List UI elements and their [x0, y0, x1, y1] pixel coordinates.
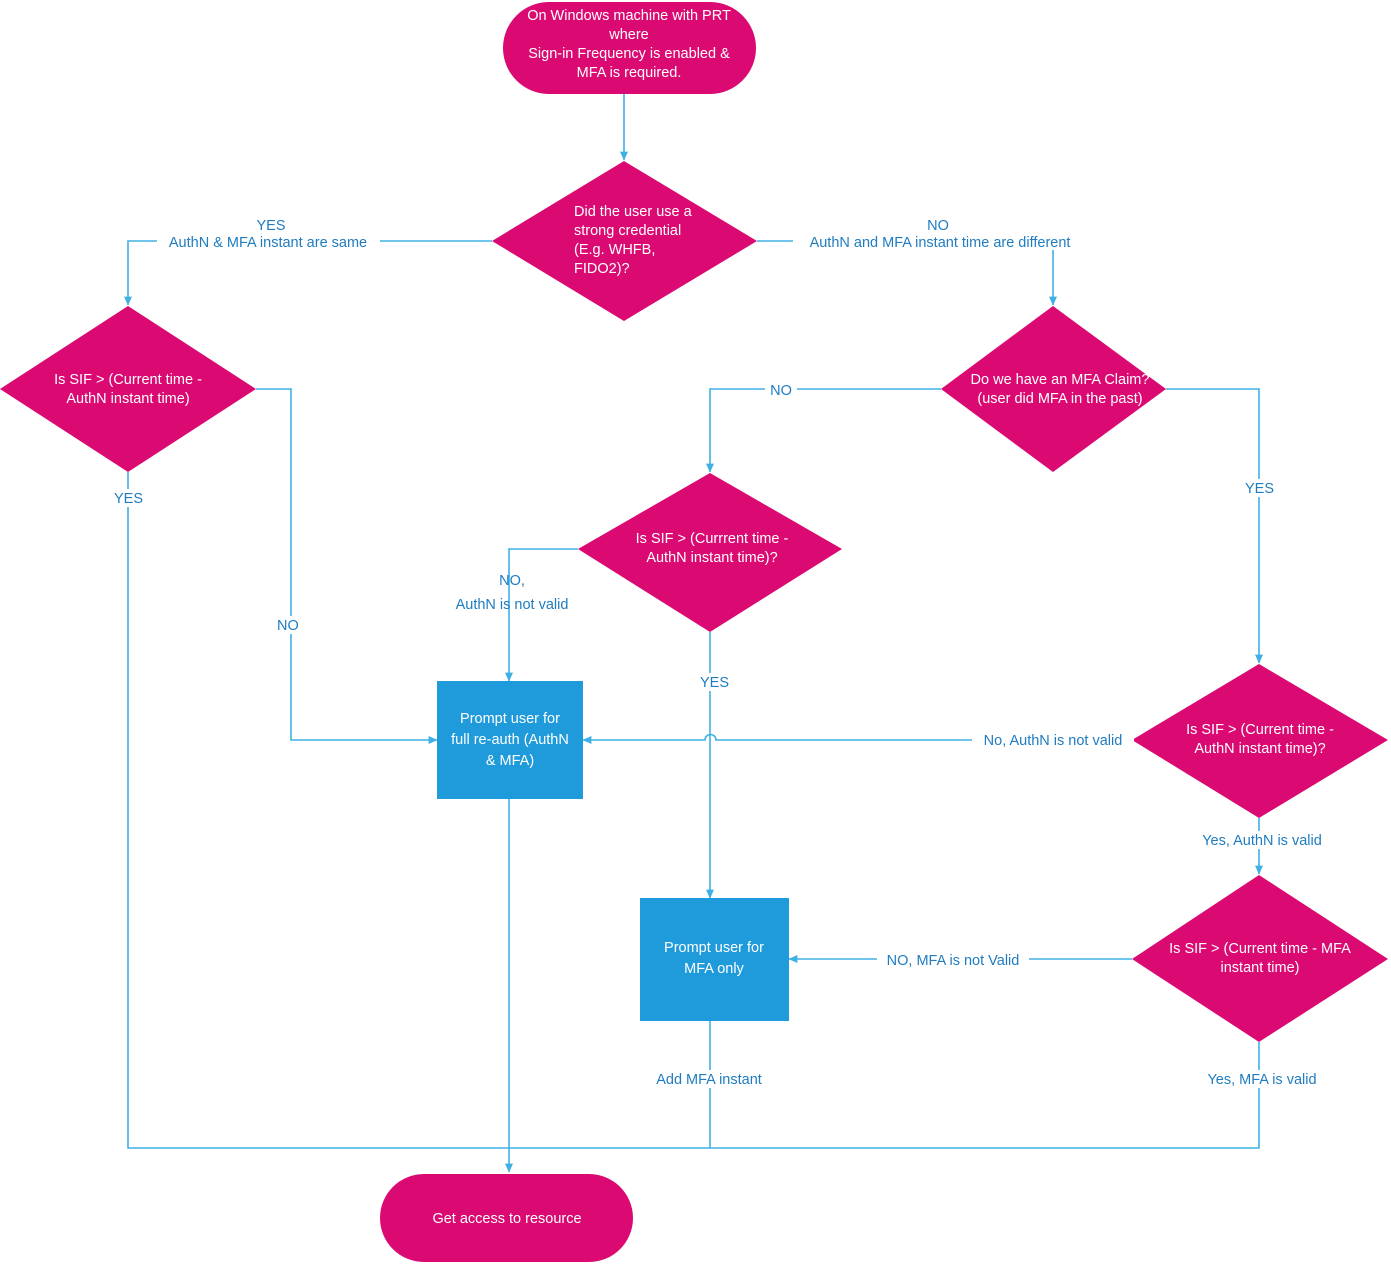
node-sif-authn-right-line-1: Is SIF > (Current time -: [1186, 722, 1334, 738]
node-sif-mfa-right-line-2: instant time): [1221, 960, 1300, 976]
node-mfa-claim-line-2: (user did MFA in the past): [977, 391, 1142, 407]
node-mfa-claim[interactable]: Do we have an MFA Claim? (user did MFA i…: [941, 306, 1166, 472]
edge-label-no-right-top: NO: [927, 218, 949, 234]
edge-label-yes-mfa-is-valid: Yes, MFA is valid: [1207, 1072, 1316, 1088]
node-sif-authn-middle-line-1: Is SIF > (Currrent time -: [636, 531, 789, 547]
edge-label-yes-left-top: YES: [256, 218, 285, 234]
edge-label-yes-middle: YES: [700, 675, 729, 691]
node-get-access[interactable]: Get access to resource: [380, 1174, 633, 1262]
node-start-line-3: Sign-in Frequency is enabled &: [528, 46, 730, 62]
node-strong-credential-line-1: Did the user use a: [574, 204, 693, 220]
node-mfa-claim-line-1: Do we have an MFA Claim?: [971, 372, 1150, 388]
edge-label-no-mfa-not-valid: NO, MFA is not Valid: [887, 953, 1020, 969]
node-start[interactable]: On Windows machine with PRT where Sign-i…: [503, 2, 756, 94]
node-strong-credential[interactable]: Did the user use a strong credential (E.…: [492, 161, 757, 321]
node-prompt-full-reauth-line-2: full re-auth (AuthN: [451, 732, 569, 748]
node-strong-credential-line-4: FIDO2)?: [574, 261, 630, 277]
node-strong-credential-line-3: (E.g. WHFB,: [574, 242, 655, 258]
edge-label-add-mfa-instant: Add MFA instant: [656, 1072, 762, 1088]
node-start-line-4: MFA is required.: [577, 65, 682, 81]
edge-label-yes-left-down: YES: [114, 491, 143, 507]
node-prompt-full-reauth-line-1: Prompt user for: [460, 711, 560, 727]
edge-label-authn-mfa-same: AuthN & MFA instant are same: [169, 235, 367, 251]
node-prompt-mfa-only-line-1: Prompt user for: [664, 940, 764, 956]
edge-label-no-authn-not-valid-middle-line-1: NO,: [499, 573, 525, 589]
node-prompt-full-reauth-line-3: & MFA): [486, 753, 534, 769]
node-sif-mfa-right-line-1: Is SIF > (Current time - MFA: [1169, 941, 1351, 957]
node-sif-authn-left-line-2: AuthN instant time): [66, 391, 189, 407]
node-sif-authn-right[interactable]: Is SIF > (Current time - AuthN instant t…: [1132, 664, 1388, 818]
node-sif-authn-right-line-2: AuthN instant time)?: [1194, 741, 1325, 757]
edge-sif-authn-left-no: [256, 388, 438, 744]
node-prompt-mfa-only-line-2: MFA only: [684, 961, 744, 977]
edge-label-no-authn-not-valid-middle-line-2: AuthN is not valid: [456, 597, 569, 613]
node-strong-credential-line-2: strong credential: [574, 223, 681, 239]
edge-sif-authn-left-yes: [127, 472, 509, 1149]
edge-label-no-mfa-claim: NO: [770, 383, 792, 399]
edge-label-yes-mfa-claim: YES: [1245, 481, 1274, 497]
node-sif-authn-left-line-1: Is SIF > (Current time -: [54, 372, 202, 388]
edge-label-layer: YES AuthN & MFA instant are same NO Auth…: [113, 218, 1328, 1088]
edge-mfa-claim-no: [706, 388, 941, 473]
edge-label-no-left-down: NO: [277, 618, 299, 634]
edge-label-yes-authn-is-valid: Yes, AuthN is valid: [1202, 833, 1322, 849]
edge-sif-mfa-right-yes: [509, 1042, 1260, 1149]
edge-label-no-authn-not-valid-right: No, AuthN is not valid: [984, 733, 1123, 749]
edge-mfa-claim-yes: [1166, 388, 1263, 664]
node-start-line-1: On Windows machine with PRT: [527, 8, 731, 24]
connector-layer: [124, 93, 1263, 1173]
node-prompt-full-reauth[interactable]: Prompt user for full re-auth (AuthN & MF…: [437, 681, 583, 799]
node-get-access-label: Get access to resource: [432, 1211, 581, 1227]
node-sif-authn-left[interactable]: Is SIF > (Current time - AuthN instant t…: [0, 306, 256, 472]
node-sif-authn-middle[interactable]: Is SIF > (Currrent time - AuthN instant …: [578, 473, 842, 632]
node-sif-mfa-right[interactable]: Is SIF > (Current time - MFA instant tim…: [1132, 875, 1388, 1042]
edge-label-authn-mfa-different: AuthN and MFA instant time are different: [810, 235, 1071, 251]
node-sif-authn-middle-line-2: AuthN instant time)?: [646, 550, 777, 566]
edge-sif-authn-right-no: [582, 733, 1132, 744]
edge-sif-authn-middle-no: [505, 548, 578, 682]
node-start-line-2: where: [608, 27, 649, 43]
node-prompt-mfa-only[interactable]: Prompt user for MFA only: [640, 898, 789, 1021]
